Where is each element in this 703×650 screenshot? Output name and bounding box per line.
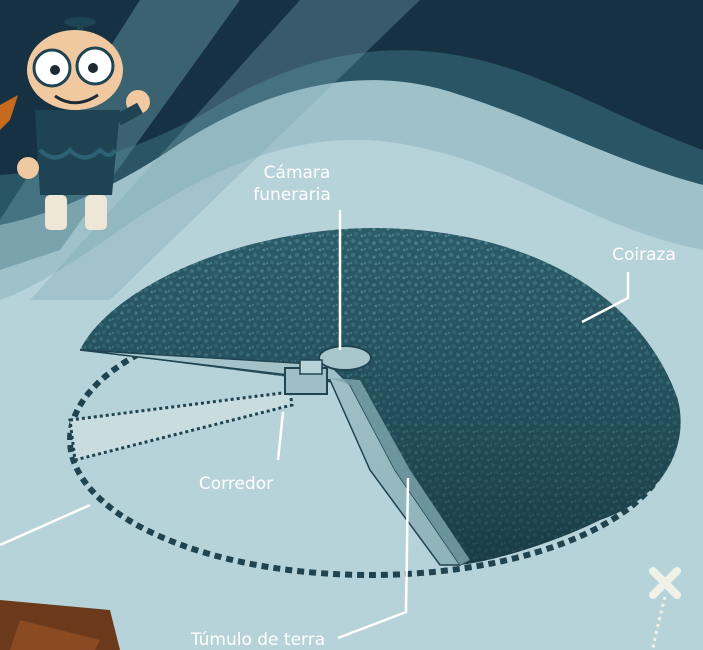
chamber-label-line1: Cámara — [264, 163, 331, 183]
mound-body — [70, 228, 681, 565]
corridor-leader — [278, 412, 283, 460]
mound-label: Túmulo de terra — [190, 630, 325, 650]
corridor-label: Corredor — [199, 474, 273, 494]
close-x-icon[interactable] — [653, 571, 677, 648]
shell-label: Coiraza — [612, 245, 676, 265]
left-leader — [0, 505, 90, 545]
chamber-label-line2: funeraria — [253, 185, 331, 205]
